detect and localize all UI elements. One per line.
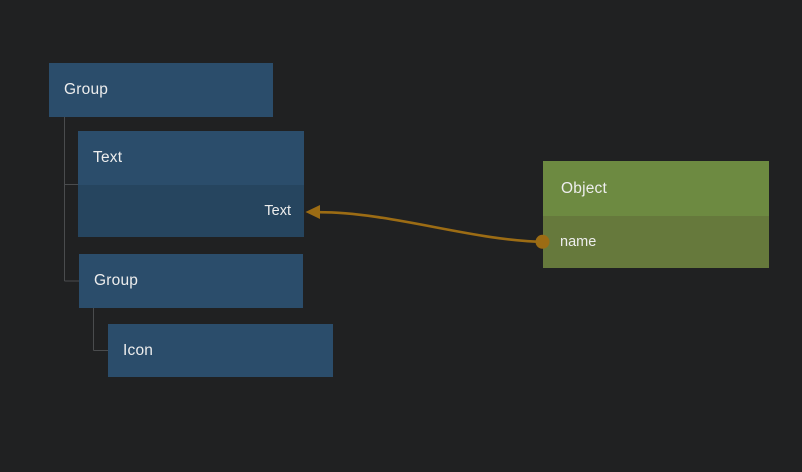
node-object-title: Object [561,179,607,197]
node-object-header[interactable]: Object [543,161,769,216]
node-group-1-title: Group [64,81,109,98]
node-object-name-property-label: name [560,234,597,250]
node-group-2[interactable]: Group [79,254,303,308]
wire-arrowhead-icon [305,205,320,219]
node-object[interactable]: Object name [543,161,769,268]
node-group-1[interactable]: Group [49,63,273,117]
node-icon-title: Icon [123,341,154,359]
wire-name-to-text[interactable] [317,210,547,244]
node-group-1-header[interactable]: Group [49,63,273,117]
node-text[interactable]: Text Text [78,131,304,237]
node-icon-header[interactable]: Icon [108,324,333,377]
node-object-name-property-row[interactable]: name [543,216,769,268]
node-text-title: Text [93,149,123,166]
node-text-input-port-label: Text [264,203,291,219]
node-icon[interactable]: Icon [108,324,333,377]
node-group-2-title: Group [94,272,139,289]
node-group-2-header[interactable]: Group [79,254,303,308]
node-text-header[interactable]: Text [78,131,304,185]
node-text-input-port-row[interactable]: Text [78,185,304,237]
